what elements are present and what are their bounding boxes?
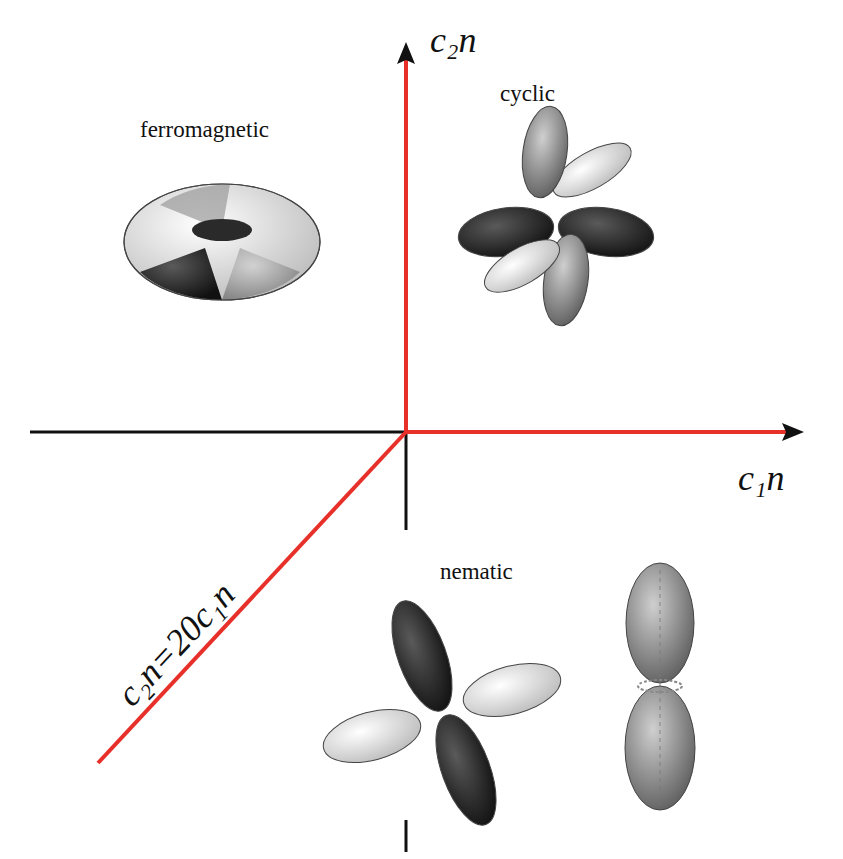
nematic-cross — [317, 593, 566, 832]
phase-label: ferromagnetic — [140, 118, 269, 141]
axis-label: c₁n — [738, 460, 785, 496]
boundary-label: c₂n=20c₁n — [111, 576, 242, 713]
cyclic-orbital — [455, 103, 657, 328]
axis-label: c₂n — [430, 22, 477, 58]
phase-label: nematic — [440, 560, 513, 583]
axes — [30, 42, 804, 852]
ferromagnetic-torus — [124, 184, 320, 300]
nematic-dumbbell — [625, 563, 695, 810]
phase-label: cyclic — [500, 82, 555, 105]
